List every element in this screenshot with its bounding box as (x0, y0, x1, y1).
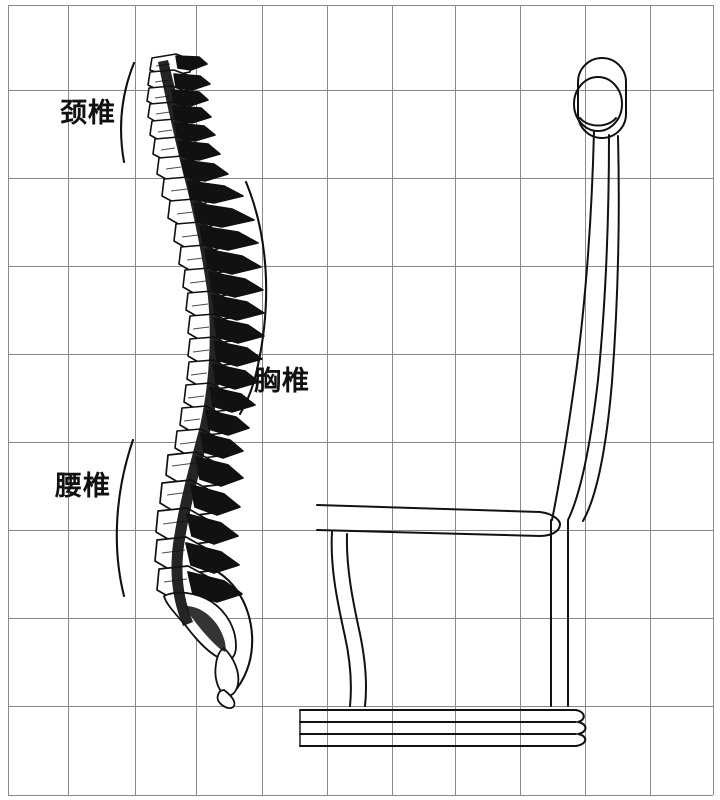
backrest-rail-mid (567, 134, 610, 521)
ergonomic-chair-side-view (299, 57, 627, 747)
seat-top-surface (316, 504, 541, 513)
human-spine-lateral-view (146, 53, 265, 709)
background-measurement-grid (8, 5, 714, 796)
posterior-process-chain (158, 60, 222, 626)
headrest-pivot-circle (573, 76, 623, 132)
sacrum-coccyx-group (163, 591, 240, 709)
vertebra-l1-process (195, 456, 244, 487)
label-thoracic-vertebrae: 胸椎 (254, 366, 310, 397)
cervical-curve-arc (120, 61, 136, 164)
backrest-rail-back (582, 135, 620, 522)
vertebra-c1-process (175, 55, 208, 71)
backrest-rail-front (551, 130, 595, 521)
vertebra-l3-process (186, 513, 239, 545)
front-leg-right-line (345, 533, 367, 707)
headrest-pad (577, 57, 627, 139)
seat-front-rounded-edge (539, 511, 561, 537)
vertebra-l4-process (185, 542, 240, 574)
vertebra-l5-process (187, 571, 243, 603)
front-leg-left-line (330, 531, 352, 707)
vertebra-c2-process (173, 73, 211, 91)
seat-bottom-surface (316, 529, 541, 537)
coccyx-lower (216, 689, 236, 709)
headrest-pivot-arc (579, 117, 617, 127)
vertebrae-hatching (154, 63, 210, 583)
base-plinth-right-moulding (575, 709, 587, 747)
label-cervical-vertebrae: 颈椎 (60, 98, 116, 129)
sacral-foramina-shade (186, 606, 226, 652)
label-lumbar-vertebrae: 腰椎 (55, 471, 111, 502)
vertebra-l2-process (190, 484, 241, 516)
lumbar-curve-arc (115, 438, 135, 598)
